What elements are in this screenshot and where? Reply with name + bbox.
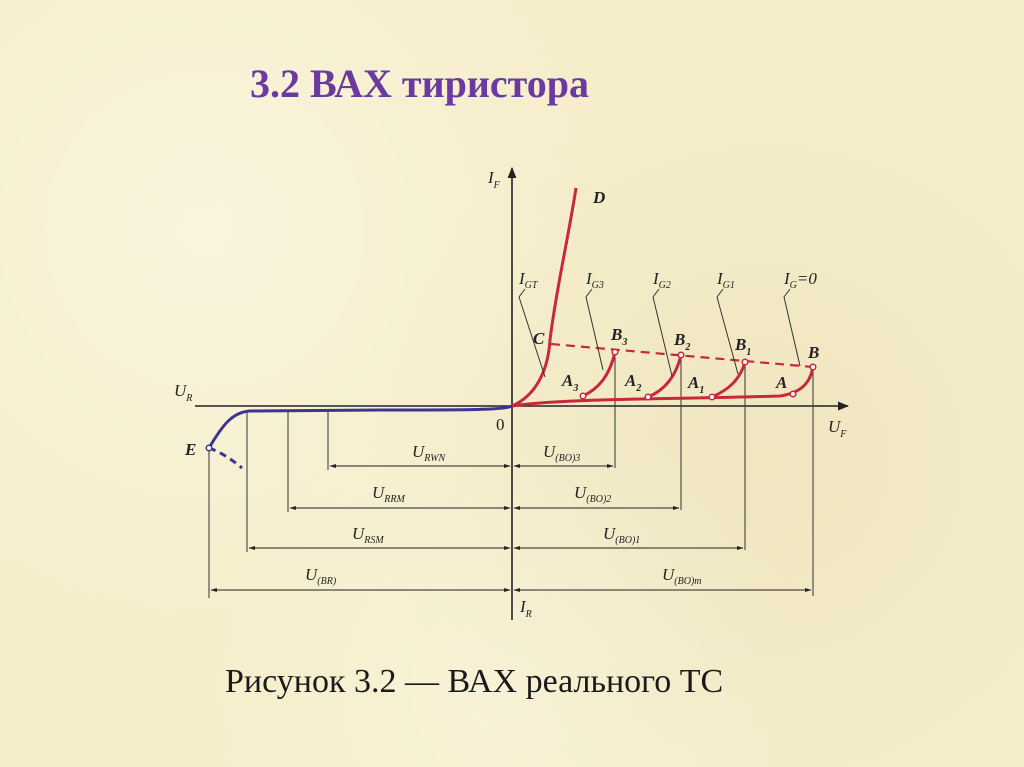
point-b2-label: B2: [673, 330, 690, 353]
point-a-label: A: [775, 373, 787, 392]
breakdown-dashed: [208, 446, 243, 470]
uf-axis-label: UF: [828, 417, 847, 440]
point-e-label: E: [184, 440, 196, 459]
gate-curve-g2: [647, 354, 683, 399]
point-a3-label: A3: [561, 371, 578, 394]
point-a2-label: A2: [624, 371, 641, 394]
ubr-label: U(BR): [305, 565, 337, 587]
ig0-label: IG=0: [783, 269, 817, 291]
point-b1-label: B1: [734, 335, 751, 358]
ursm-label: URSM: [352, 524, 384, 546]
urwn-label: URWN: [412, 442, 447, 464]
point-d-label: D: [592, 188, 605, 207]
on-state-curve: [511, 187, 578, 408]
dimension-arrows: [210, 464, 812, 592]
ig3-label: IG3: [585, 269, 604, 291]
ig1-label: IG1: [716, 269, 735, 291]
point-c-label: C: [533, 329, 545, 348]
ubo3-label: U(BO)3: [543, 442, 580, 464]
curve-points: [579, 348, 817, 401]
gate-curve-g3: [582, 351, 617, 398]
point-b3-label: B3: [610, 325, 627, 348]
point-e-dot: [205, 444, 213, 452]
gate-curve-g1: [711, 361, 747, 399]
ubom-label: U(BO)m: [662, 565, 702, 587]
slide-title: 3.2 ВАХ тиристора: [250, 61, 590, 106]
ubo1-label: U(BO)1: [603, 524, 640, 546]
reverse-curve: [207, 404, 513, 449]
igt-label: IGT: [518, 269, 539, 291]
forward-off-state-curve: [511, 366, 815, 408]
ir-axis-label: IR: [519, 597, 532, 620]
point-b-label: B: [807, 343, 819, 362]
origin-label: 0: [496, 415, 505, 434]
figure-caption: Рисунок 3.2 — ВАХ реального ТС: [225, 663, 724, 700]
gate-leaders: [518, 288, 801, 378]
ubo2-label: U(BO)2: [574, 483, 611, 505]
ur-axis-label: UR: [174, 381, 192, 404]
extension-lines: [208, 352, 814, 598]
urrm-label: URRM: [372, 483, 405, 505]
if-axis-label: IF: [487, 168, 501, 191]
point-a1-label: A1: [687, 373, 704, 396]
ig2-label: IG2: [652, 269, 671, 291]
